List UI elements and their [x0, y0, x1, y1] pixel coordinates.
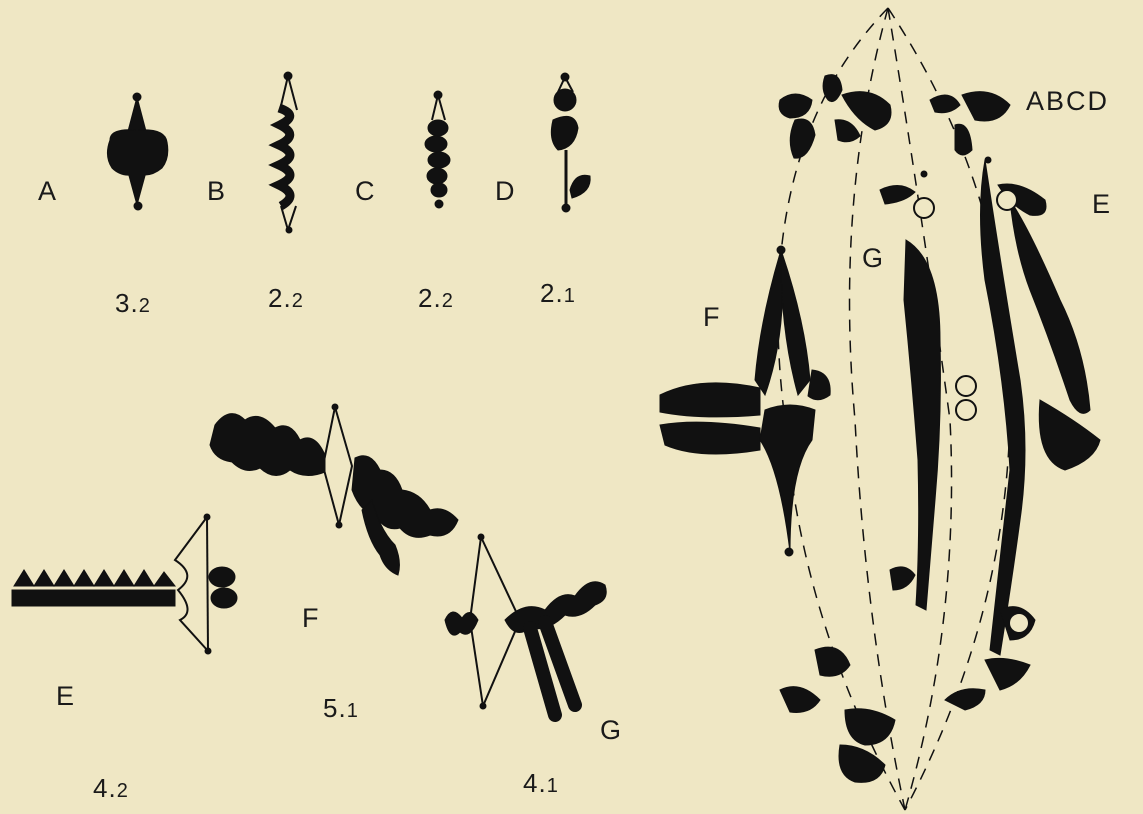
label-f-spindle: F	[703, 304, 720, 331]
number-b: 2.2	[268, 285, 304, 311]
figure-g-chromosome	[445, 534, 606, 715]
number-a: 3.2	[115, 290, 151, 316]
label-g-spindle: G	[862, 245, 883, 272]
label-b: B	[207, 178, 225, 205]
figure-b-chromosome	[279, 72, 297, 233]
label-c: C	[355, 178, 375, 205]
number-f: 5.1	[323, 695, 359, 721]
number-g: 4.1	[523, 770, 559, 796]
figure-e-chromosome	[12, 514, 237, 654]
label-abcd-spindle: ABCD	[1026, 88, 1109, 115]
figure-c-chromosome	[425, 91, 450, 208]
figure-f-chromosome	[210, 404, 458, 575]
number-c: 2.2	[418, 285, 454, 311]
number-e: 4.2	[93, 775, 129, 801]
number-d: 2.1	[540, 280, 576, 306]
label-a: A	[38, 178, 56, 205]
label-g-left: G	[600, 717, 621, 744]
label-e-spindle: E	[1092, 191, 1110, 218]
figure-d-chromosome	[551, 73, 590, 212]
label-e-left: E	[56, 683, 74, 710]
spindle-diagram	[660, 8, 1100, 810]
figure-a-chromosome	[107, 93, 167, 210]
label-d: D	[495, 178, 515, 205]
label-f-left: F	[302, 605, 319, 632]
